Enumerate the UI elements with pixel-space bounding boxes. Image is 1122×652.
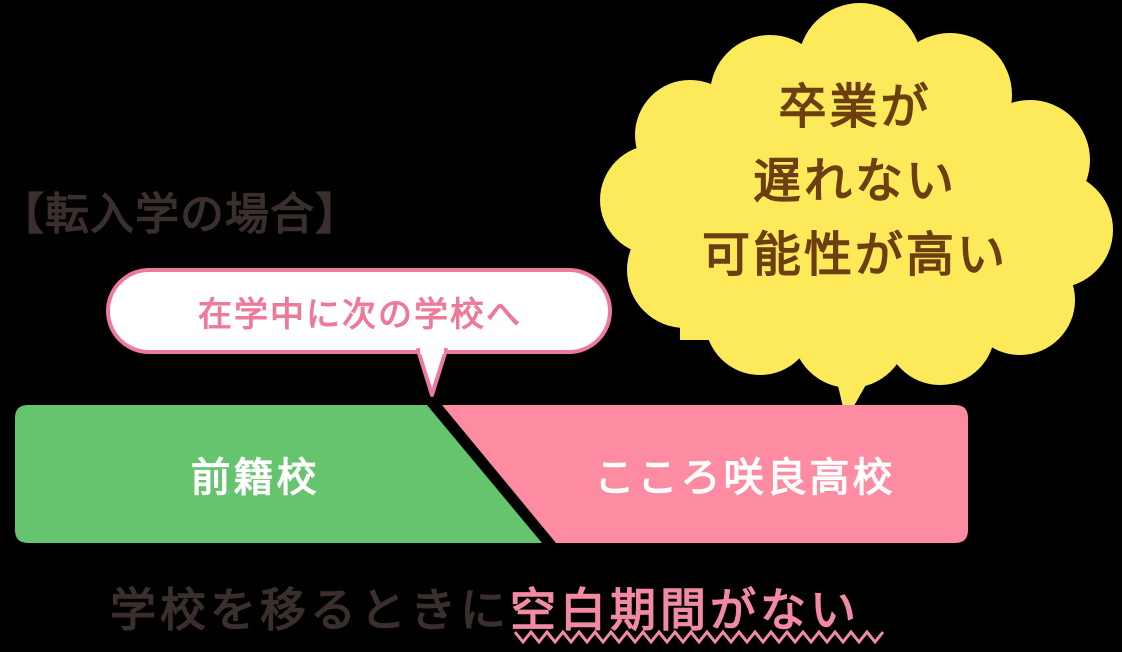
footer-prefix: 学校を移るときに (110, 583, 510, 637)
footer-highlight: 空白期間がない (510, 583, 860, 637)
new-school-bar (442, 405, 968, 543)
case-title: 【転入学の場合】 (0, 189, 360, 240)
cloud-line: 遅れない (752, 153, 957, 209)
cloud-bubble-shape (600, 3, 1113, 420)
cloud-bubble-text: 卒業が 遅れない 可能性が高い (640, 70, 1070, 292)
new-school-label: こころ咲良高校 (594, 455, 896, 501)
speech-bubble-shape (106, 268, 612, 397)
cloud-line: 卒業が (778, 79, 932, 135)
speech-bubble-text: 在学中に次の学校へ (198, 294, 522, 335)
footer-message: 学校を移るときに空白期間がない (110, 574, 860, 640)
cloud-line: 可能性が高い (701, 227, 1008, 283)
previous-school-bar (15, 405, 542, 543)
wavy-underline (513, 629, 885, 645)
previous-school-label: 前籍校 (190, 455, 320, 501)
